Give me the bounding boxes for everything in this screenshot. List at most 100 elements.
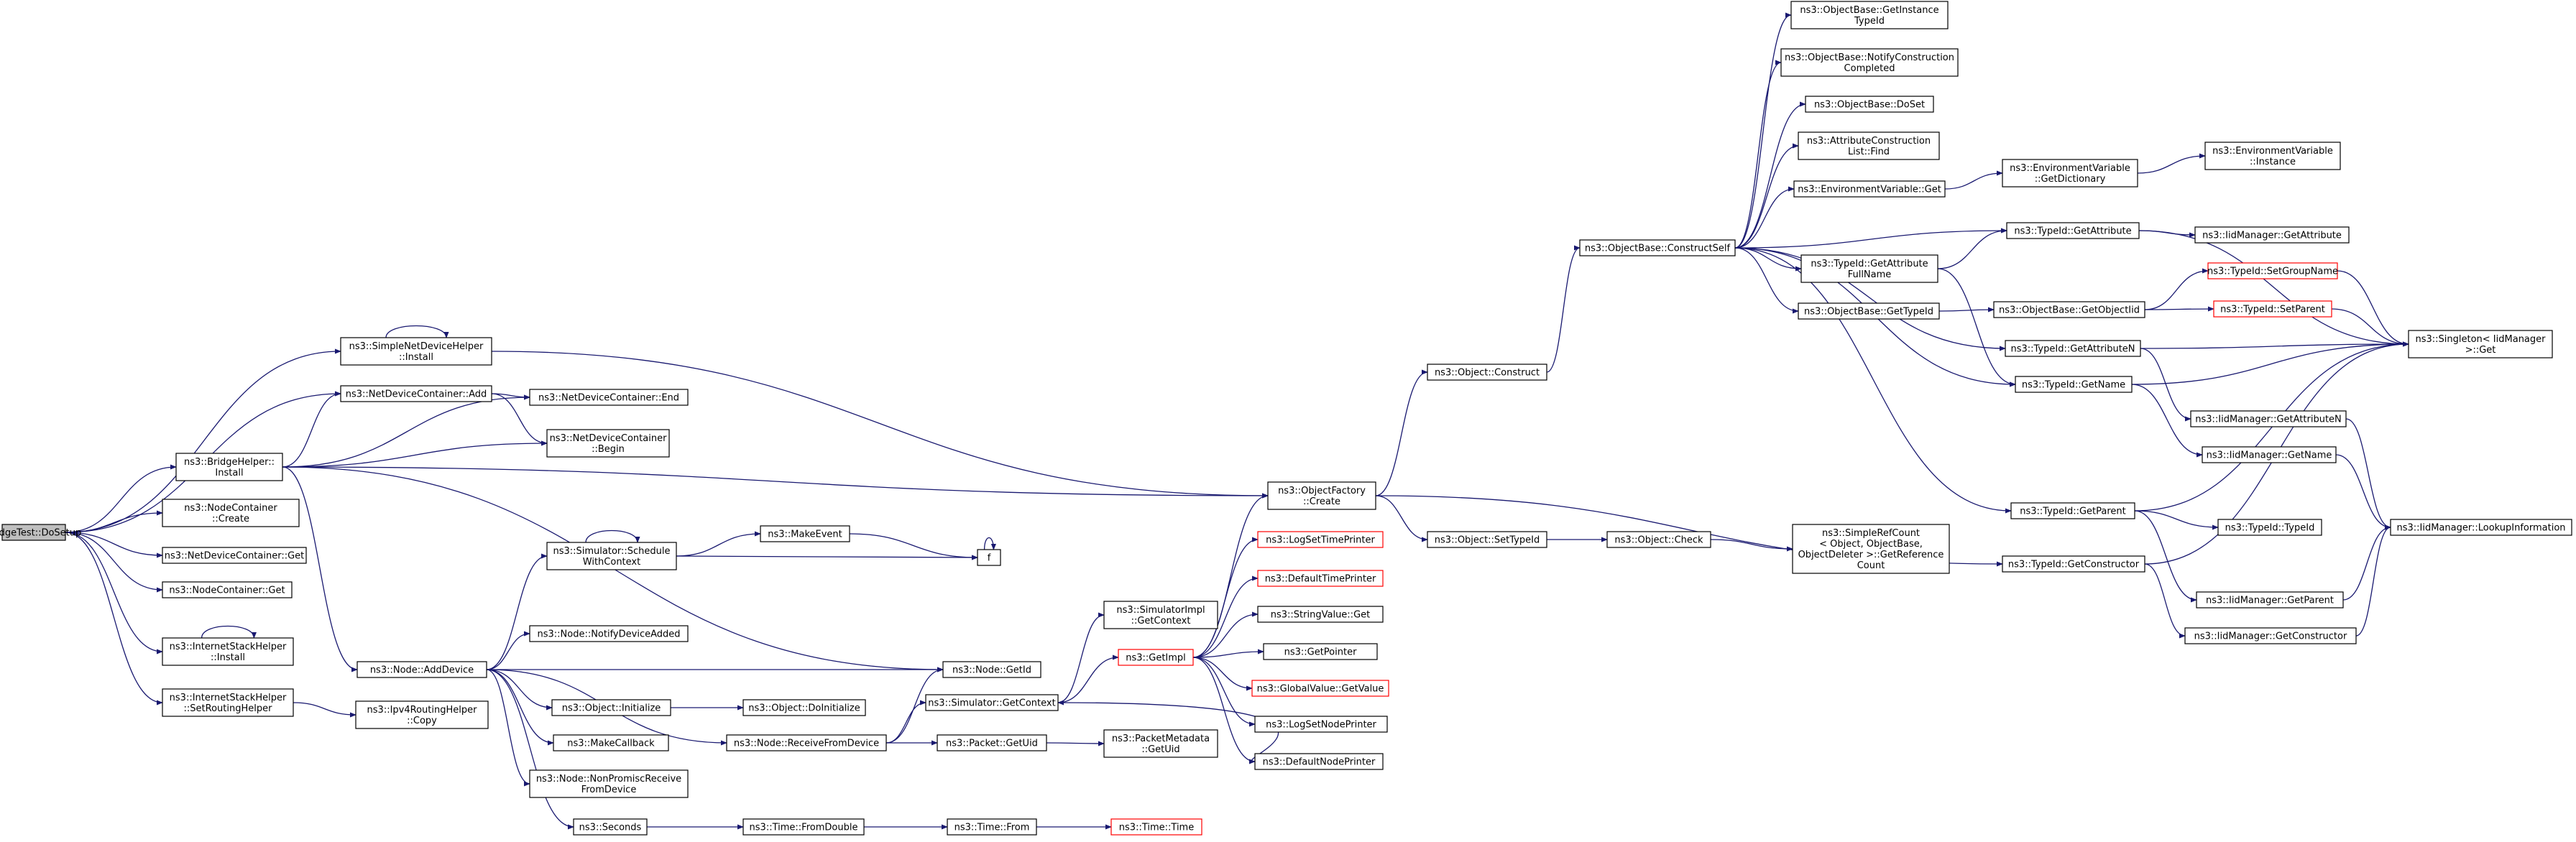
node-ns3-packet-getuid[interactable]: ns3::Packet::GetUid [937,734,1047,751]
node-label: ns3::StringValue::Get [1271,610,1370,621]
node-ns3-nodecontainer-get[interactable]: ns3::NodeContainer::Get [162,581,293,598]
node-box [1118,649,1194,666]
node-ns3-simulatorimpl-getcontext[interactable]: ns3::SimulatorImpl::GetContext [1103,601,1218,629]
edge-getimpl-to-defaulttime [1192,575,1259,658]
node-ns3-globalvalue-getvalue[interactable]: ns3::GlobalValue::GetValue [1251,680,1389,697]
edge-tid_getname-to-singleton_get [2131,341,2409,385]
node-ns3-logsettimeprinter[interactable]: ns3::LogSetTimePrinter [1257,531,1384,548]
edge-tid_getattrfull-to-tid_getname [1937,268,2016,387]
node-ns3-iidmanager-lookupinformation[interactable]: ns3::IidManager::LookupInformation [2390,519,2572,536]
node-ns3-bridgehelper-install[interactable]: ns3::BridgeHelper::Install [175,453,283,481]
node-ns3-packetmetadata-getuid[interactable]: ns3::PacketMetadata::GetUid [1103,729,1218,758]
node-box [1579,239,1736,256]
node-ns3-simplerefcount-object-objectbase-objectdeleter-getreference-count[interactable]: ns3::SimpleRefCount< Object, ObjectBase,… [1792,524,1950,574]
node-ns3-time-time[interactable]: ns3::Time::Time [1110,818,1202,836]
node-ns3-objectbase-notifyconstruction-completed[interactable]: ns3::ObjectBase::NotifyConstructionCompl… [1780,48,1959,77]
node-ns3-netdevicecontainer-get[interactable]: ns3::NetDeviceContainer::Get [162,547,307,564]
node-ns3-object-doinitialize[interactable]: ns3::Object::DoInitialize [742,699,866,716]
node-ns3-ipv4routinghelper-copy[interactable]: ns3::Ipv4RoutingHelper::Copy [355,700,489,729]
node-ns3-typeid-getattribute[interactable]: ns3::TypeId::GetAttribute [2006,222,2140,239]
node-ns3-object-check[interactable]: ns3::Object::Check [1606,531,1711,548]
node-ns3-defaultnodeprinter[interactable]: ns3::DefaultNodePrinter [1254,753,1384,770]
node-ns3-typeid-getconstructor[interactable]: ns3::TypeId::GetConstructor [2002,555,2145,573]
node-ns3-environmentvariable-getdictionary[interactable]: ns3::EnvironmentVariable::GetDictionary [2002,159,2138,188]
node-ns3-typeid-getparent[interactable]: ns3::TypeId::GetParent [2010,502,2135,519]
node-label: Completed [1844,63,1895,74]
node-ns3-node-getid[interactable]: ns3::Node::GetId [942,661,1041,678]
node-ns3-simplenetdevicehelper-install[interactable]: ns3::SimpleNetDeviceHelper::Install [340,337,492,366]
node-label: ns3::ObjectBase::NotifyConstruction [1785,52,1954,63]
node-ns3-node-adddevice[interactable]: ns3::Node::AddDevice [356,661,487,678]
edge-sndh_install-to-of_create [491,351,1269,499]
node-box [2196,591,2344,609]
edge-tid_getname-to-iidm_getname [2131,384,2203,458]
node-ns3-object-construct[interactable]: ns3::Object::Construct [1427,364,1547,381]
node-box [573,818,648,836]
node-ns3-objectfactory-create[interactable]: ns3::ObjectFactory::Create [1267,481,1376,510]
node-label: ::GetUid [1141,744,1179,755]
node-label: ns3::EnvironmentVariable::Get [1798,185,1941,195]
node-ns3-time-fromdouble[interactable]: ns3::Time::FromDouble [742,818,865,836]
node-ns3-makecallback[interactable]: ns3::MakeCallback [553,734,669,751]
node-ns3-node-receivefromdevice[interactable]: ns3::Node::ReceiveFromDevice [726,734,887,751]
node-ns3-netdevicecontainer-begin[interactable]: ns3::NetDeviceContainer::Begin [546,429,670,458]
node-label: BridgeTest::DoSetup [0,528,81,539]
edge-tid_getattribute-to-singleton_get [2138,230,2409,347]
edge-bh_install-to-of_create [282,466,1269,499]
node-ns3-iidmanager-getconstructor[interactable]: ns3::IidManager::GetConstructor [2184,627,2357,644]
edge-getimpl-to-defaultnode [1192,657,1256,764]
node-ns3-getimpl[interactable]: ns3::GetImpl [1118,649,1194,666]
node-box [2184,627,2357,644]
node-ns3-netdevicecontainer-add[interactable]: ns3::NetDeviceContainer::Add [340,385,492,402]
node-label: ns3::ObjectBase::GetInstance [1800,5,1938,16]
node-ns3-internetstackhelper-install[interactable]: ns3::InternetStackHelper::Install [162,637,294,666]
node-ns3-getpointer[interactable]: ns3::GetPointer [1263,643,1378,660]
node-ns3-object-initialize[interactable]: ns3::Object::Initialize [551,699,671,716]
node-ns3-iidmanager-getattributen[interactable]: ns3::IidManager::GetAttributeN [2190,410,2347,427]
node-ns3-netdevicecontainer-end[interactable]: ns3::NetDeviceContainer::End [529,389,689,406]
node-ns3-seconds[interactable]: ns3::Seconds [573,818,648,836]
node-ns3-environmentvariable-instance[interactable]: ns3::EnvironmentVariable::Instance [2204,142,2341,170]
node-ns3-makeevent[interactable]: ns3::MakeEvent [760,525,850,542]
node-ns3-environmentvariable-get[interactable]: ns3::EnvironmentVariable::Get [1793,180,1946,198]
node-ns3-logsetnodeprinter[interactable]: ns3::LogSetNodePrinter [1254,716,1388,733]
node-ns3-simulator-getcontext[interactable]: ns3::Simulator::GetContext [925,694,1059,711]
node-ns3-singleton-iidmanager-get[interactable]: ns3::Singleton< IidManager>::Get [2408,330,2553,358]
node-ns3-nodecontainer-create[interactable]: ns3::NodeContainer::Create [162,499,300,527]
node-ns3-typeid-setparent[interactable]: ns3::TypeId::SetParent [2213,300,2332,318]
node-ns3-objectbase-doset[interactable]: ns3::ObjectBase::DoSet [1805,96,1934,113]
node-ns3-typeid-getname[interactable]: ns3::TypeId::GetName [2015,376,2133,393]
node-ns3-typeid-getattributen[interactable]: ns3::TypeId::GetAttributeN [2005,340,2141,357]
node-ns3-typeid-setgroupname[interactable]: ns3::TypeId::SetGroupName [2207,262,2338,279]
node-ns3-iidmanager-getattribute[interactable]: ns3::IidManager::GetAttribute [2194,226,2350,244]
node-bridgetest-dosetup[interactable]: BridgeTest::DoSetup [0,524,81,541]
node-ns3-time-from[interactable]: ns3::Time::From [947,818,1037,836]
node-f[interactable]: f [977,549,1001,566]
node-ns3-internetstackhelper-setroutinghelper[interactable]: ns3::InternetStackHelper::SetRoutingHelp… [162,688,294,717]
node-label: ns3::TypeId::GetAttribute [2014,226,2131,237]
node-label: FullName [1848,269,1892,280]
node-ns3-objectbase-constructself[interactable]: ns3::ObjectBase::ConstructSelf [1579,239,1736,256]
edge-ob_constructself-to-ob_gettypeid [1734,247,1799,314]
node-ns3-object-settypeid[interactable]: ns3::Object::SetTypeId [1427,531,1547,548]
edge-sim_getctx-to-simimpl_getctx [1057,612,1105,703]
node-ns3-stringvalue-get[interactable]: ns3::StringValue::Get [1257,606,1384,623]
node-ns3-iidmanager-getparent[interactable]: ns3::IidManager::GetParent [2196,591,2344,609]
node-ns3-objectbase-gettypeid[interactable]: ns3::ObjectBase::GetTypeId [1798,302,1940,320]
node-ns3-objectbase-getobjectiid[interactable]: ns3::ObjectBase::GetObjectIid [1993,301,2145,318]
node-label: ns3::Simulator::Schedule [553,546,670,557]
node-ns3-iidmanager-getname[interactable]: ns3::IidManager::GetName [2202,446,2337,463]
node-ns3-node-notifydeviceadded[interactable]: ns3::Node::NotifyDeviceAdded [529,625,689,642]
node-ns3-typeid-typeid[interactable]: ns3::TypeId::TypeId [2217,519,2322,536]
node-ns3-defaulttimeprinter[interactable]: ns3::DefaultTimePrinter [1257,570,1384,587]
node-box [1800,254,1938,283]
node-box [1103,601,1218,629]
node-box [1805,96,1934,113]
node-box [1103,729,1218,758]
